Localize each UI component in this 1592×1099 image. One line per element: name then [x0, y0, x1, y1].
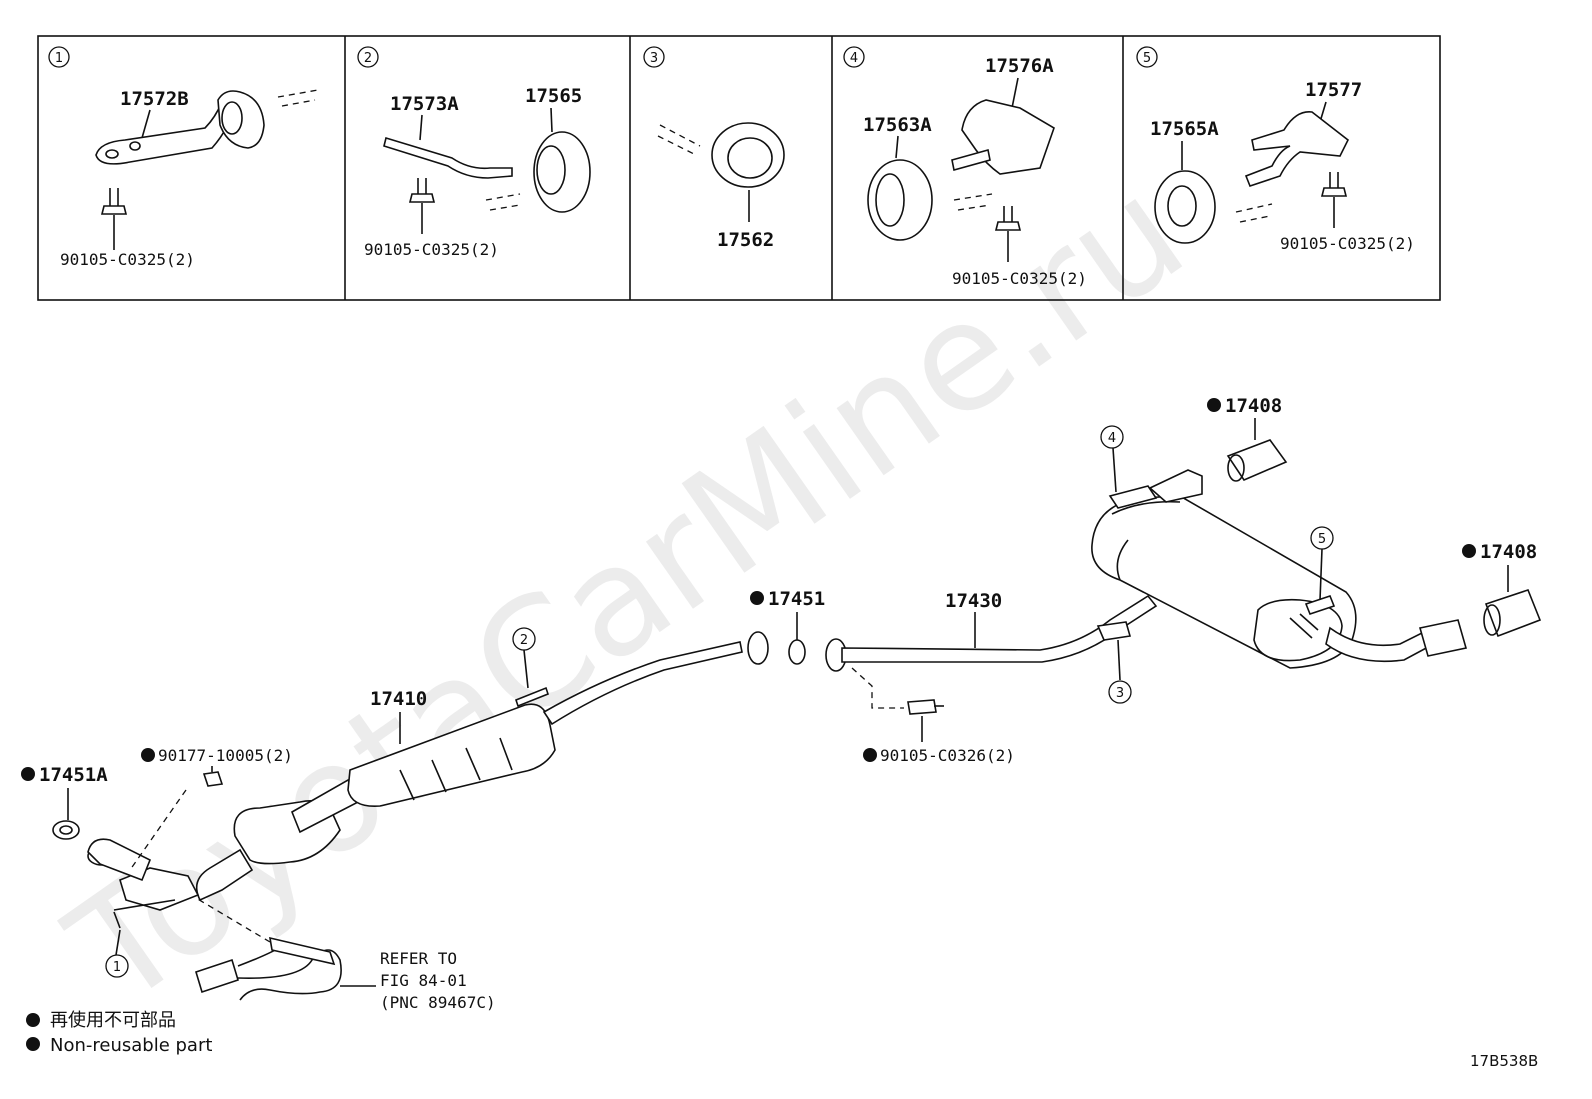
label-17451: 17451	[750, 588, 825, 640]
svg-text:3: 3	[1116, 686, 1124, 701]
label-17408-right: 17408	[1462, 541, 1537, 592]
detail-panel-1: 1 17572B 90105-C0325(2)	[48, 46, 319, 269]
callout-1: 1	[105, 929, 129, 978]
svg-text:REFER TO: REFER TO	[380, 949, 457, 968]
tail-tip-top	[1226, 439, 1288, 482]
svg-text:90105-C0326(2): 90105-C0326(2)	[880, 746, 1015, 765]
panel-index: 2	[364, 51, 372, 66]
panel-index: 1	[55, 51, 63, 66]
svg-text:17451A: 17451A	[39, 764, 108, 786]
part-label-17563A: 17563A	[863, 114, 932, 136]
detail-panel-2: 2 17573A 17565 90105-C0325(2)	[357, 46, 591, 259]
muffler	[1091, 469, 1468, 669]
gasket-17451	[788, 639, 806, 665]
svg-text:(PNC 89467C): (PNC 89467C)	[380, 993, 496, 1012]
label-17430: 17430	[945, 590, 1002, 648]
label-17410: 17410	[370, 688, 427, 744]
detail-panel-3: 3 17562	[643, 46, 785, 251]
front-pipe-assembly	[87, 631, 769, 929]
detail-panel-4: 4 17576A 17563A 90105-C0325(2)	[843, 46, 1087, 288]
svg-text:1: 1	[113, 960, 121, 975]
center-pipe	[825, 594, 1158, 715]
svg-text:5: 5	[1318, 532, 1326, 547]
gasket-17451A	[52, 820, 80, 840]
part-label-17577: 17577	[1305, 79, 1362, 101]
callout-5: 5	[1310, 526, 1334, 601]
svg-text:2: 2	[520, 633, 528, 648]
panel-index: 4	[850, 51, 858, 66]
panel-index: 3	[650, 51, 658, 66]
bolt-label: 90105-C0325(2)	[60, 250, 195, 269]
detail-panel-frame	[37, 35, 1441, 301]
svg-text:90177-10005(2): 90177-10005(2)	[158, 746, 293, 765]
figure-code: 17B538B	[1470, 1052, 1538, 1070]
part-label-17565: 17565	[525, 85, 582, 107]
label-90177: 90177-10005(2)	[141, 746, 293, 772]
svg-text:17430: 17430	[945, 590, 1002, 612]
oxygen-sensor	[195, 897, 376, 1001]
label-17408-top: 17408	[1207, 395, 1282, 440]
detail-panel-5: 5 17577 17565A 90105-C0325(2)	[1136, 46, 1415, 253]
part-label-17562: 17562	[717, 229, 774, 251]
svg-text:4: 4	[1108, 431, 1116, 446]
legend: 再使用不可部品 Non-reusable part	[26, 1010, 212, 1056]
legend-en: Non-reusable part	[50, 1035, 212, 1056]
part-label-17565A: 17565A	[1150, 118, 1219, 140]
bolt-label: 90105-C0325(2)	[952, 269, 1087, 288]
svg-text:17410: 17410	[370, 688, 427, 710]
tail-tip-right	[1483, 589, 1542, 638]
svg-text:17408: 17408	[1225, 395, 1282, 417]
callout-4: 4	[1100, 425, 1124, 493]
svg-text:17408: 17408	[1480, 541, 1537, 563]
label-17451A: 17451A	[21, 764, 108, 820]
nut-90177	[129, 771, 224, 871]
panel-index: 5	[1143, 51, 1151, 66]
part-label-17573A: 17573A	[390, 93, 459, 115]
part-label-17576A: 17576A	[985, 55, 1054, 77]
label-90105-C0326: 90105-C0326(2)	[863, 716, 1015, 765]
callout-3: 3	[1108, 639, 1132, 704]
svg-text:17451: 17451	[768, 588, 825, 610]
part-label-17572B: 17572B	[120, 88, 189, 110]
bolt-label: 90105-C0325(2)	[364, 240, 499, 259]
callout-2: 2	[512, 627, 536, 689]
refer-note: REFER TO FIG 84-01 (PNC 89467C)	[380, 949, 496, 1012]
svg-text:FIG 84-01: FIG 84-01	[380, 971, 467, 990]
bolt-label: 90105-C0325(2)	[1280, 234, 1415, 253]
legend-jp: 再使用不可部品	[50, 1010, 176, 1031]
